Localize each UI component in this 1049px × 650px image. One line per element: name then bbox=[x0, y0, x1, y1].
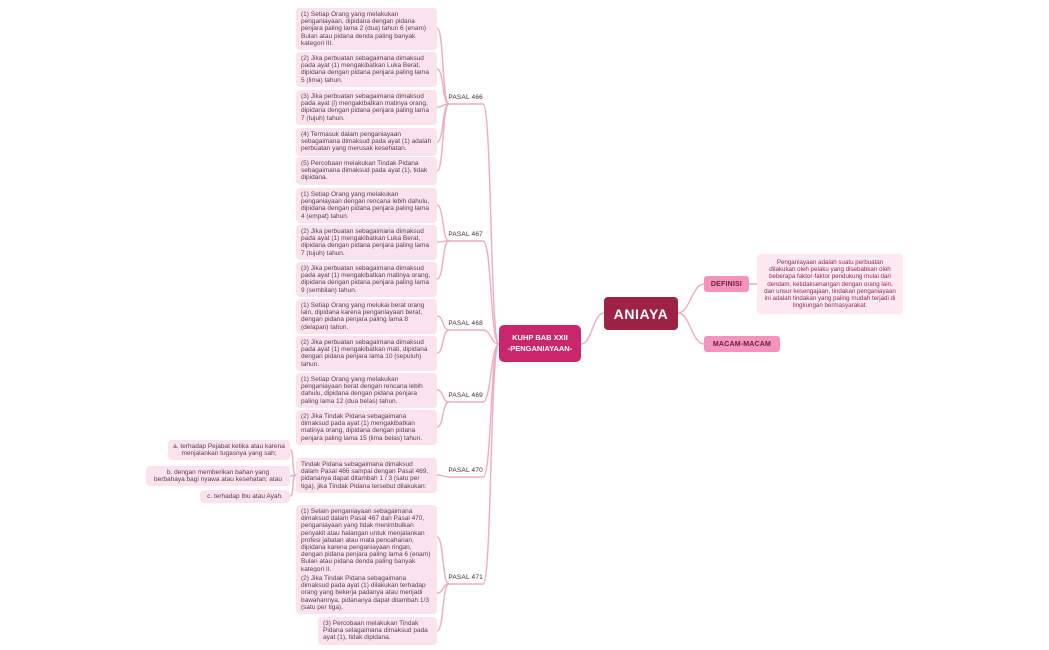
connector-path bbox=[448, 343, 500, 478]
pasal-468-label[interactable]: PASAL 468 bbox=[448, 320, 483, 327]
pasal-471-item-3[interactable]: (3) Percobaan melakukan Tindak Pidana se… bbox=[318, 617, 437, 645]
root-node-aniaya[interactable]: ANIAYA bbox=[604, 297, 678, 330]
pasal-470-main[interactable]: Tindak Pidana sebagaimana dimaksud dalam… bbox=[296, 458, 437, 493]
node-definisi[interactable]: DEFINISI bbox=[704, 276, 749, 292]
connector-path bbox=[448, 329, 500, 345]
connector-path bbox=[436, 68, 450, 105]
connector-path bbox=[436, 401, 450, 428]
connector-path bbox=[448, 343, 500, 585]
connector-path bbox=[289, 474, 297, 497]
pasal-471-item-1[interactable]: (1) Selain penganiayaan sebagaimana dima… bbox=[296, 505, 437, 576]
connector-path bbox=[436, 103, 450, 172]
pasal-468-item-2[interactable]: (2) Jika perbuatan sebagaimana dimaksud … bbox=[296, 336, 437, 371]
pasal-467-item-3[interactable]: (3) Jika perbuatan sebagaimana dimaksud … bbox=[296, 262, 437, 297]
connector-path bbox=[448, 103, 500, 345]
connector-path bbox=[436, 329, 450, 354]
connector-path bbox=[436, 474, 450, 478]
pasal-470-label[interactable]: PASAL 470 bbox=[448, 467, 483, 474]
pasal-467-item-1[interactable]: (1) Setiap Orang yang melakukan pengania… bbox=[296, 188, 437, 223]
connector-path bbox=[436, 315, 450, 331]
connector-path bbox=[436, 27, 450, 105]
pasal-466-item-5[interactable]: (5) Percobaan melakukan Tindak Pidana se… bbox=[296, 157, 437, 185]
connector-path bbox=[448, 343, 500, 403]
pasal-471-item-2[interactable]: (2) Jika Tindak Pidana sebagaimana dimak… bbox=[296, 572, 437, 615]
pasal-466-item-1[interactable]: (1) Setiap Orang yang melakukan pengania… bbox=[296, 8, 437, 51]
pasal-470-sub-a[interactable]: a. terhadap Pejabat ketika atau karena m… bbox=[168, 440, 290, 461]
pasal-468-item-1[interactable]: (1) Setiap Orang yang melukai berat oran… bbox=[296, 299, 437, 334]
connector-path bbox=[436, 240, 450, 280]
pasal-466-item-2[interactable]: (2) Jika perbuatan sebagaimana dimaksud … bbox=[296, 52, 437, 87]
pasal-466-item-4[interactable]: (4) Termasuk dalam penganiayaan sebagaim… bbox=[296, 128, 437, 156]
kuhp-label-line2: -PENGANIAYAAN- bbox=[507, 343, 573, 353]
pasal-467-label[interactable]: PASAL 467 bbox=[448, 231, 483, 238]
connector-path bbox=[436, 583, 450, 632]
pasal-471-label[interactable]: PASAL 471 bbox=[448, 574, 483, 581]
node-macam-macam[interactable]: MACAM-MACAM bbox=[704, 336, 780, 352]
pasal-467-item-2[interactable]: (2) Jika perbuatan sebagaimana dimaksud … bbox=[296, 225, 437, 260]
pasal-469-item-1[interactable]: (1) Setiap Orang yang melakukan pengania… bbox=[296, 373, 437, 408]
connector-path bbox=[289, 449, 297, 476]
connector-path bbox=[580, 312, 605, 345]
connector-path bbox=[677, 312, 705, 345]
node-kuhp-bab-xxii[interactable]: KUHP BAB XXII -PENGANIAYAAN- bbox=[499, 325, 581, 362]
pasal-470-sub-c[interactable]: c. terhadap Ibu atau Ayah. bbox=[200, 490, 290, 504]
definisi-text-box[interactable]: Penganiayaan adalah suatu perbuatan dila… bbox=[757, 254, 903, 315]
pasal-466-item-3[interactable]: (3) Jika perbuatan sebagaimana dimaksud … bbox=[296, 90, 437, 125]
connector-path bbox=[436, 536, 450, 585]
pasal-469-label[interactable]: PASAL 469 bbox=[448, 392, 483, 399]
kuhp-label-line1: KUHP BAB XXII bbox=[512, 333, 568, 343]
connector-path bbox=[436, 204, 450, 242]
pasal-470-sub-b[interactable]: b. dengan memberikan bahan yang berbahay… bbox=[146, 466, 290, 487]
connector-path bbox=[448, 240, 500, 345]
pasal-466-label[interactable]: PASAL 466 bbox=[448, 94, 483, 101]
connector-path bbox=[677, 283, 705, 314]
pasal-469-item-2[interactable]: (2) Jika Tindak Pidana sebagaimana dimak… bbox=[296, 410, 437, 445]
